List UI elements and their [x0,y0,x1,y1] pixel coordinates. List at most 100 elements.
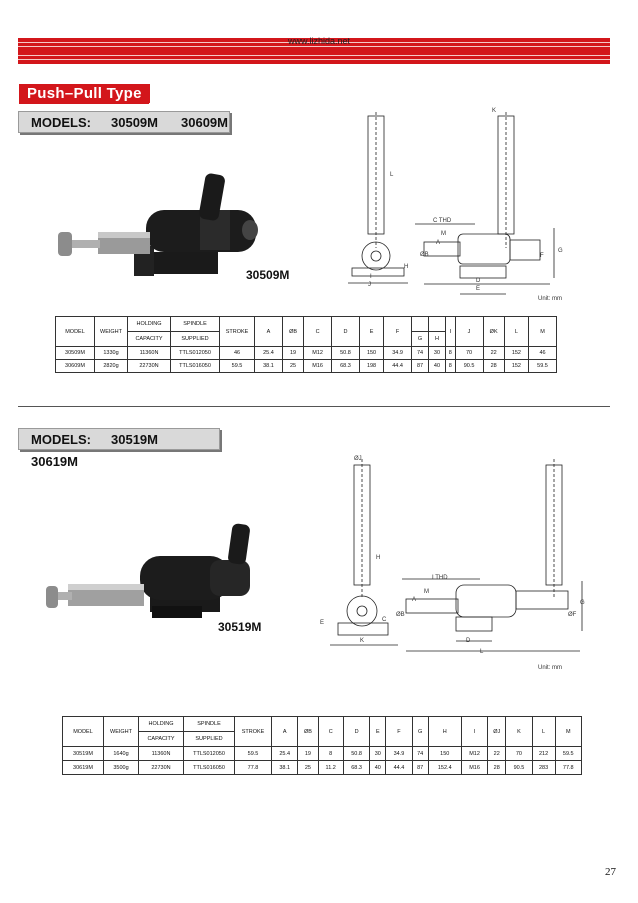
table-cell: 11360N [138,746,184,761]
table-cell: 40 [428,359,446,373]
table-cell: 283 [531,760,556,775]
table-cell: 40 [369,760,387,775]
page-number: 27 [605,866,616,878]
table-header: I [460,716,489,747]
table-cell: 30 [369,746,387,761]
table-cell: 22730N [138,760,184,775]
table-header: SUPPLIED [170,331,220,347]
table-header: C [317,716,344,747]
dim-l: L [480,649,484,655]
table-cell: 28 [482,359,505,373]
table-cell: 44.4 [385,760,413,775]
dim-c: C [382,617,387,623]
table-header: MODEL [55,316,95,347]
models-label: MODELS: [31,432,91,447]
table-header: E [358,316,385,347]
table-cell: TTLS012050 [170,346,220,360]
table-cell: 46 [528,346,557,360]
dim-l: L [390,172,394,178]
table-header: K [505,716,533,747]
dim-g: G [580,600,585,606]
table-cell: 50.8 [342,746,371,761]
table-header: HOLDING [127,316,171,332]
table-cell: 150 [358,346,385,360]
dim-a: A [412,597,417,603]
dim-a: A [436,240,441,246]
dim-thd: I THD [432,575,448,581]
product-label-2: 30519M [218,620,262,634]
table-header: H [428,331,446,347]
table-header: SPINDLE [183,716,235,732]
table-cell: 70 [454,346,484,360]
table-cell: 19 [281,346,305,360]
table-cell: 59.5 [234,746,272,761]
dim-e: E [476,286,481,292]
table-cell: 50.8 [331,346,360,360]
technical-drawing-1 [348,112,555,295]
technical-drawing-2 [330,459,583,652]
dim-f: F [540,253,544,259]
model-b: 30619M [31,454,78,469]
table-cell: TTLS016050 [170,359,220,373]
dim-b: ØB [420,252,429,258]
page-title: Push–Pull Type [19,84,150,103]
header-banner [18,38,610,64]
dim-e: E [320,620,325,626]
table-cell: M16 [460,760,489,775]
table-header: G [411,716,429,747]
table-header: ØB [281,316,305,347]
table-cell: 59.5 [219,359,255,373]
table-cell: 44.4 [383,359,413,373]
product-label-1: 30509M [246,268,290,282]
table-cell: 90.5 [454,359,484,373]
dim-j: J [368,282,371,288]
table-cell: 38.1 [270,760,299,775]
table-header: STROKE [234,716,272,747]
dim-b: ØB [396,612,405,618]
dim-g: G [558,248,563,254]
table-cell: 25 [281,359,305,373]
table-header: I [444,316,456,347]
table-header: WEIGHT [94,316,128,347]
table-cell: 150 [427,746,462,761]
table-cell: 59.5 [528,359,557,373]
table-cell: 74 [411,746,429,761]
table-cell: 59.5 [554,746,583,761]
table-cell: 28 [487,760,507,775]
table-cell: 25 [297,760,319,775]
table-cell: 1640g [103,746,139,761]
table-cell: 90.5 [505,760,533,775]
table-header: F [383,316,413,347]
table-header: G [411,331,429,347]
table-cell: 8 [317,746,344,761]
product-photo-30519m [46,523,250,618]
dim-d: D [476,278,481,284]
dim-i: I [370,274,372,280]
table-header: M [554,716,583,747]
website-url[interactable]: www.lizhida.net [287,36,351,46]
table-row: 30609M 2820g 22730N TTLS016050 59.5 38.1… [55,359,557,373]
table-cell: M12 [303,346,333,360]
table-cell: 30 [428,346,446,360]
model-a: 30519M [111,432,158,447]
table-cell: 87 [411,359,429,373]
title-underline [19,103,149,104]
table-cell: 87 [411,760,429,775]
product-photo-30509m [58,173,258,276]
table-header [428,316,446,332]
table-cell: 25.4 [270,746,299,761]
table-header: J [454,316,484,347]
table-cell: 34.9 [385,746,413,761]
models-bar-2: MODELS: 30519M 30619M [18,428,220,469]
dim-h: H [404,264,409,270]
table-cell: 3500g [103,760,139,775]
table-cell: 30519M [62,746,104,761]
table-cell: 152 [503,359,530,373]
table-header: STROKE [219,316,255,347]
table-cell: 19 [297,746,319,761]
table-header: F [385,716,413,747]
table-cell: M16 [303,359,333,373]
table-header: ØK [482,316,505,347]
table-cell: 77.8 [234,760,272,775]
table-cell: 22730N [127,359,171,373]
